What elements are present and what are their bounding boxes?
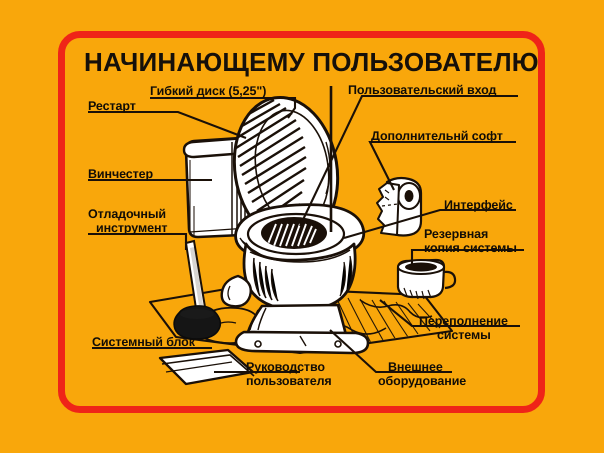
leader-external [329,329,452,374]
toilet-bowl [242,242,357,312]
label-floppy-disk: Гибкий диск (5,25") [150,84,267,98]
label-user-manual: Руководство пользователя [246,360,332,388]
leader-floppy [150,96,297,119]
leader-login [299,94,518,227]
label-debug-tool: Отладочный инструмент [88,207,168,235]
toilet-base-left [220,274,252,308]
label-system-backup: Резервная копия системы [424,227,517,255]
leader-backup [410,248,524,264]
label-interface: Интерфейс [444,198,513,212]
leader-restart [88,110,247,139]
leader-software [368,140,516,191]
plunger [173,239,222,340]
leader-interface [343,208,516,240]
coffee-mug [396,258,457,300]
label-extra-software: Дополнительнй софт [371,129,503,143]
toilet-pedestal [234,303,370,355]
label-system-unit: Системный блок [92,335,195,349]
leader-overflow [379,299,520,328]
newspaper-sheet [158,348,255,386]
label-winchester: Винчестер [88,167,154,181]
label-system-overflow: Переполнение системы [419,314,508,342]
page-title: НАЧИНАЮЩЕМУ ПОЛЬЗОВАТЕЛЮ [84,49,539,77]
leader-debug [88,232,188,250]
label-restart: Рестарт [88,99,136,113]
leader-lines [88,94,524,374]
label-user-login: Пользовательский вход [348,83,497,97]
toilet-paper-roll [376,176,423,237]
label-external-equipment: Внешнее оборудование [378,360,467,388]
